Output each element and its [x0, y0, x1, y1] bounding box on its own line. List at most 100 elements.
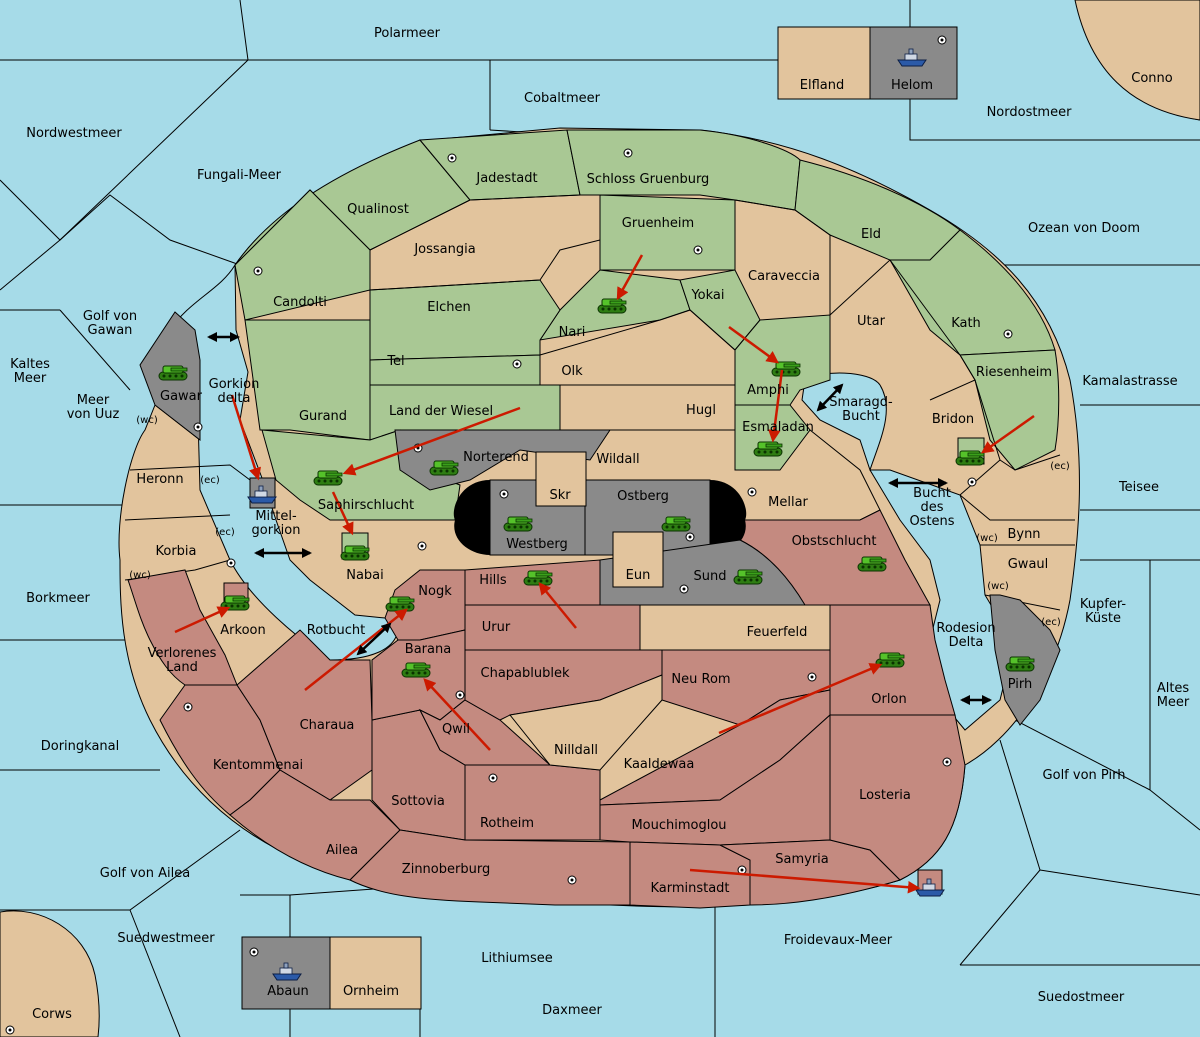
supply-center-icon [679, 584, 689, 594]
region-elfland[interactable] [777, 26, 871, 100]
label-suedostmeer: Suedostmeer [1038, 990, 1125, 1005]
tank-icon[interactable] [875, 652, 905, 668]
label-golf-pirh: Golf von Pirh [1043, 768, 1126, 783]
region-gruenheim[interactable] [599, 194, 736, 271]
region-ornheim[interactable] [329, 936, 422, 1010]
region-qwil[interactable] [418, 699, 552, 766]
region-eun[interactable] [612, 531, 664, 588]
label-kentommenai: Kentommenai [213, 758, 303, 773]
region-karminstadt[interactable] [629, 841, 751, 909]
label-neu-rom: Neu Rom [671, 672, 730, 687]
region-conno[interactable] [1074, 0, 1200, 121]
label-wc: (wc) [987, 581, 1009, 592]
label-gwaul: Gwaul [1008, 557, 1049, 572]
tank-icon[interactable] [857, 556, 887, 572]
label-ec: (ec) [215, 527, 235, 538]
label-helom: Helom [891, 78, 933, 93]
tank-icon[interactable] [523, 570, 553, 586]
cap-east [710, 480, 747, 555]
arrow-icon [768, 369, 784, 443]
label-conno: Conno [1131, 71, 1173, 86]
supply-center-icon [249, 947, 259, 957]
supply-center-icon [455, 690, 465, 700]
label-golf-ailea: Golf von Ailea [100, 866, 190, 881]
supply-center-icon [417, 541, 427, 551]
tank-icon[interactable] [158, 365, 188, 381]
tank-icon[interactable] [429, 460, 459, 476]
arrow-icon [423, 678, 491, 751]
supply-center-icon [226, 558, 236, 568]
supply-center-icon [499, 489, 509, 499]
label-saphirschlucht: Saphirschlucht [318, 498, 414, 513]
label-fungali: Fungali-Meer [197, 168, 282, 183]
tank-icon[interactable] [955, 450, 985, 466]
label-jadestadt: Jadestadt [475, 171, 537, 186]
tank-icon[interactable] [661, 516, 691, 532]
label-schloss: Schloss Gruenburg [587, 172, 710, 187]
region-ailea[interactable] [229, 769, 401, 881]
region-losteria[interactable] [829, 714, 966, 881]
label-ec: (ec) [1041, 617, 1061, 628]
label-borkmeer: Borkmeer [26, 591, 90, 606]
region-gurand[interactable] [244, 319, 371, 441]
label-chapablublek: Chapablublek [481, 666, 570, 681]
label-gawar: Gawar [160, 389, 203, 404]
label-sottovia: Sottovia [391, 794, 445, 809]
label-samyria: Samyria [775, 852, 829, 867]
tank-icon[interactable] [1005, 656, 1035, 672]
label-lithiumsee: Lithiumsee [481, 951, 552, 966]
label-abaun: Abaun [267, 984, 309, 999]
tank-icon[interactable] [401, 662, 431, 678]
label-teisee: Teisee [1118, 480, 1159, 495]
label-gurand: Gurand [299, 409, 347, 424]
tank-icon[interactable] [385, 596, 415, 612]
label-riesenheim: Riesenheim [976, 365, 1052, 380]
label-doringkanal: Doringkanal [41, 739, 120, 754]
tank-icon[interactable] [597, 298, 627, 314]
arrow-icon [331, 491, 354, 536]
label-ostberg: Ostberg [617, 489, 669, 504]
label-bridon: Bridon [932, 412, 974, 427]
tank-icon[interactable] [733, 569, 763, 585]
label-elfland: Elfland [800, 78, 844, 93]
label-hills: Hills [479, 573, 507, 588]
region-elchen[interactable] [369, 279, 561, 361]
label-ornheim: Ornheim [343, 984, 399, 999]
label-westberg: Westberg [506, 537, 568, 552]
label-korbia: Korbia [155, 544, 196, 559]
label-norterend: Norterend [463, 450, 529, 465]
tank-icon[interactable] [753, 441, 783, 457]
tank-icon[interactable] [771, 361, 801, 377]
tank-icon[interactable] [340, 545, 370, 561]
label-mouchimoglou: Mouchimoglou [631, 818, 726, 833]
label-mellar: Mellar [768, 495, 808, 510]
order-arrows [174, 254, 1035, 894]
label-tel: Tel [386, 354, 404, 369]
region-labels: Polarmeer Elfland Helom Conno Cobaltmeer… [10, 26, 1190, 1022]
region-skr[interactable] [535, 451, 587, 507]
label-sund: Sund [694, 569, 727, 584]
supply-center-icon [747, 487, 757, 497]
label-pirh: Pirh [1008, 677, 1033, 692]
region-kath[interactable] [889, 229, 1056, 356]
label-yokai: Yokai [690, 288, 724, 303]
tank-icon[interactable] [313, 470, 343, 486]
label-rotbucht: Rotbucht [307, 623, 365, 638]
region-candolti[interactable] [234, 189, 371, 321]
label-karminstadt: Karminstadt [650, 881, 729, 896]
supply-center-icon [967, 477, 977, 487]
label-eld: Eld [861, 227, 881, 242]
supply-center-icon [942, 757, 952, 767]
label-gruenheim: Gruenheim [622, 216, 694, 231]
arrow-icon [230, 394, 261, 481]
region-corws[interactable] [0, 910, 100, 1037]
region-nilldall[interactable] [509, 674, 663, 771]
label-nogk: Nogk [418, 584, 452, 599]
tank-icon[interactable] [503, 516, 533, 532]
